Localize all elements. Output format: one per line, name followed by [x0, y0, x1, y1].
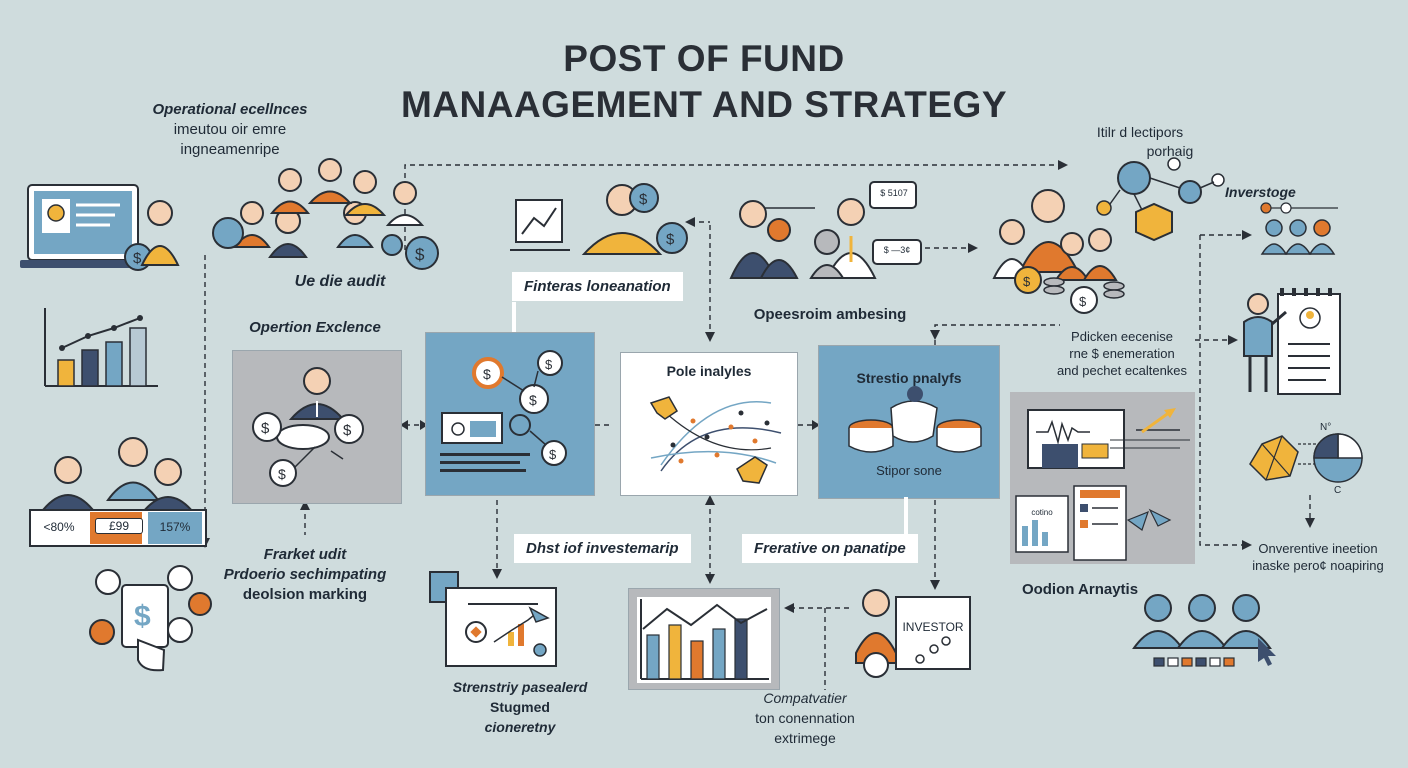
strestio-title: Strestio pnalyfs [856, 370, 962, 386]
page-title-line1: POST OF FUND [563, 38, 845, 79]
pie-chart-icon [1249, 433, 1363, 483]
svg-text:$: $ [134, 600, 151, 633]
pie-label-c: C [1334, 485, 1342, 496]
label-line: Strenstriy pasealerd [452, 679, 588, 695]
label-line: Frarket udit [263, 546, 347, 563]
team-desk-icon [29, 437, 207, 547]
presentation-board-icon [429, 571, 557, 667]
label-line: Prdoerio sechimpating [223, 566, 387, 583]
label-line: inaske pero¢ noapiring [1252, 558, 1384, 573]
network-nodes-icon [1096, 157, 1225, 242]
label-line: and pechet ecaltenkes [1056, 363, 1188, 378]
manager-network-icon: $ $ $ [252, 367, 364, 487]
label-line: Compatvatier [763, 690, 847, 706]
oodion-label: Oodion Arnaytis [1021, 581, 1139, 598]
strenstry-label: Strenstriy pasealerd Stugmed cioneretny [440, 677, 600, 737]
strestio-subtitle: Stipor sone [876, 463, 942, 478]
svg-text:$: $ [261, 420, 270, 437]
operation-excellence-box: $ $ $ [232, 350, 402, 504]
speech-bubble-2: $ —3¢ [883, 245, 911, 255]
dashboard-panels-icon [1015, 394, 1194, 561]
bar-chart-box [628, 588, 780, 690]
label-line: Onverentive ineetion [1258, 541, 1378, 556]
svg-text:$: $ [133, 250, 142, 267]
investor-person-icon [855, 589, 971, 678]
presenter-board-icon [1243, 288, 1341, 395]
percent-label-c: 157% [159, 520, 191, 534]
tag-connector [904, 497, 908, 535]
support-team-icon [1132, 594, 1276, 667]
percent-label-a: <80% [43, 520, 75, 534]
tlr-label: Itilr d lectipors porhaig [1060, 123, 1220, 161]
svg-text:$: $ [483, 366, 491, 382]
dollar-network-icon: $ $ $ $ [440, 350, 567, 472]
label-line: Pdicken eecenise [1071, 329, 1173, 344]
svg-text:$: $ [666, 231, 675, 248]
label-line: extrimege [774, 730, 836, 746]
operation-excellence-label: Opertion Exclence [249, 319, 381, 336]
pole-analyles-title: Pole inalyles [666, 363, 752, 379]
label-line: ton conennation [755, 710, 855, 726]
svg-text:$: $ [639, 191, 648, 208]
strestio-analysis-box: Strestio pnalyfs Stipor sone [818, 345, 1000, 499]
svg-text:$: $ [529, 392, 537, 408]
svg-text:$: $ [278, 466, 286, 482]
market-label: Frarket udit Prdoerio sechimpating deols… [220, 545, 390, 605]
pricken-label: Pdicken eecenise rne $ enemeration and p… [1042, 328, 1202, 379]
pole-analyles-box: Pole inalyles [620, 352, 798, 496]
bar-chart-line-icon [637, 597, 771, 683]
label-line: Operational ecellnces [152, 101, 308, 118]
finance-network-box: $ $ $ $ [425, 332, 595, 496]
svg-text:$: $ [415, 245, 425, 264]
speech-bubble-1: $ 5107 [880, 188, 908, 198]
tablet-dollar-icon: $ [89, 565, 212, 672]
small-screen-label: cotino [1031, 508, 1053, 517]
svg-text:$: $ [1079, 294, 1087, 309]
tag-connector [512, 302, 516, 332]
pie-label-n: N° [1320, 422, 1332, 433]
label-line: porhaig [1146, 143, 1194, 159]
analysis-dashboard: cotino [1010, 392, 1195, 564]
label-line: cioneretny [484, 719, 556, 735]
label-line: Itilr d lectipors [1096, 124, 1184, 140]
operational-excellence-label: Operational ecellnces imeutou oir emre i… [130, 100, 330, 160]
percent-label-b: £99 [95, 518, 143, 534]
inverstoge-label: Inverstoge [1225, 184, 1296, 200]
compat-label: Compatvatier ton conennation extrimege [735, 688, 875, 748]
gears-icon [848, 386, 982, 453]
dhst-tag: Dhst iof investemarip [514, 534, 691, 563]
team-group-icon: $ [212, 158, 439, 270]
page-title-line2: MANAAGEMENT AND STRATEGY [400, 84, 1008, 125]
finteras-tag: Finteras loneanation [512, 272, 683, 301]
presenter-dollar-icon: $ $ [510, 183, 688, 255]
svg-text:$: $ [343, 422, 352, 439]
network-curve-icon [649, 396, 782, 484]
ue-die-audit-label: Ue die audit [294, 273, 386, 290]
opeesroim-label: Opeesroim ambesing [753, 306, 907, 323]
label-line: rne $ enemeration [1069, 346, 1175, 361]
team-three-icon [1260, 202, 1338, 255]
label-line: deolsion marking [242, 586, 368, 603]
svg-text:$: $ [549, 447, 557, 462]
svg-text:$: $ [545, 357, 553, 372]
svg-text:$: $ [1023, 274, 1031, 289]
frerative-tag: Frerative on panatipe [742, 534, 918, 563]
label-line: imeutou oir emre [173, 121, 287, 138]
onverentive-label: Onverentive ineetion inaske pero¢ noapir… [1238, 540, 1398, 574]
family-coins-icon: $ $ [992, 189, 1125, 314]
label-line: ingneamenripe [180, 141, 280, 158]
bar-chart-icon [44, 308, 158, 387]
investor-card-label: INVESTOR [902, 620, 964, 634]
label-line: Stugmed [490, 699, 550, 715]
business-meeting-icon [729, 181, 922, 279]
laptop-lightbulb-icon: $ [20, 184, 180, 271]
